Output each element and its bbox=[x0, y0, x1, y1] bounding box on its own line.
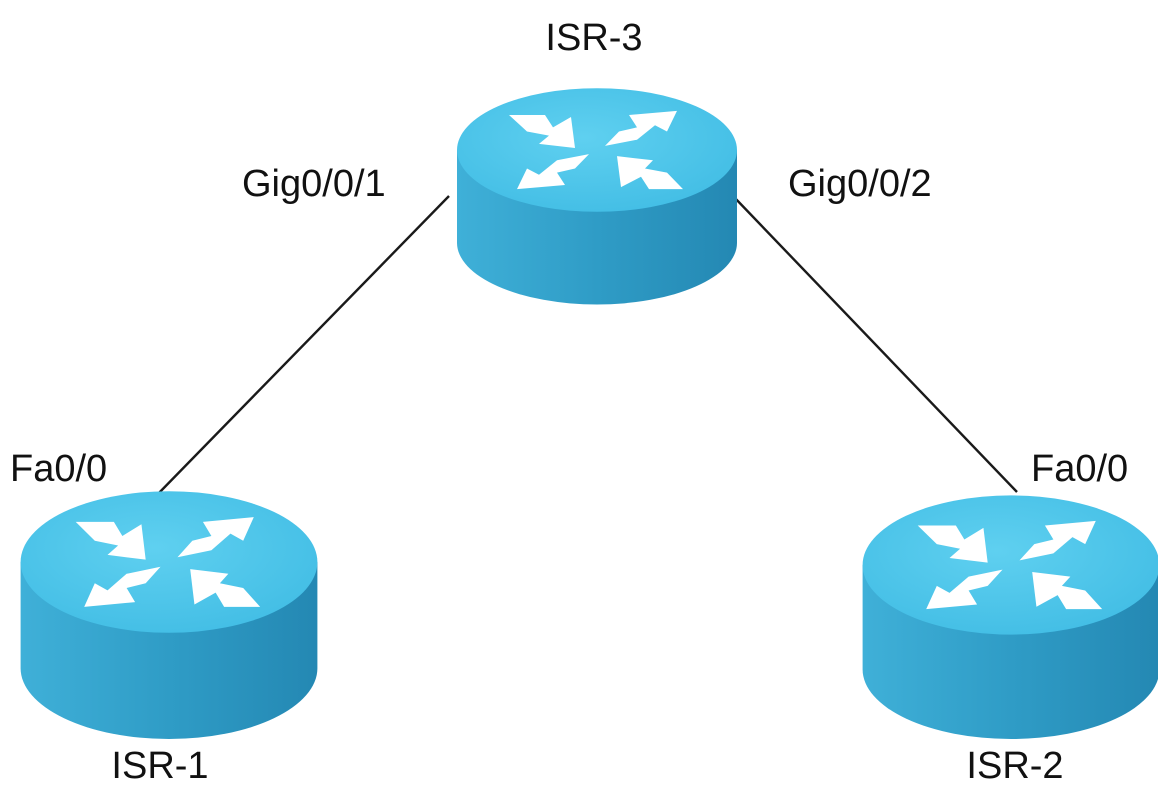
router-label-isr-1: ISR-1 bbox=[111, 745, 208, 785]
link-isr3-isr2 bbox=[732, 195, 1018, 493]
router-label-isr-3: ISR-3 bbox=[545, 17, 642, 59]
router-icon-isr-2[interactable] bbox=[862, 495, 1158, 739]
interface-label-isr1-fa0-0: Fa0/0 bbox=[10, 448, 107, 490]
interface-label-isr2-fa0-0: Fa0/0 bbox=[1031, 448, 1128, 490]
link-isr3-isr1 bbox=[154, 195, 450, 498]
interface-label-isr3-gig0-0-2: Gig0/0/2 bbox=[788, 163, 932, 205]
router-icon-isr-1[interactable] bbox=[20, 491, 318, 739]
router-label-isr-2: ISR-2 bbox=[966, 745, 1063, 785]
router-icon-isr-3[interactable] bbox=[457, 88, 737, 305]
interface-label-isr3-gig0-0-1: Gig0/0/1 bbox=[242, 163, 386, 205]
